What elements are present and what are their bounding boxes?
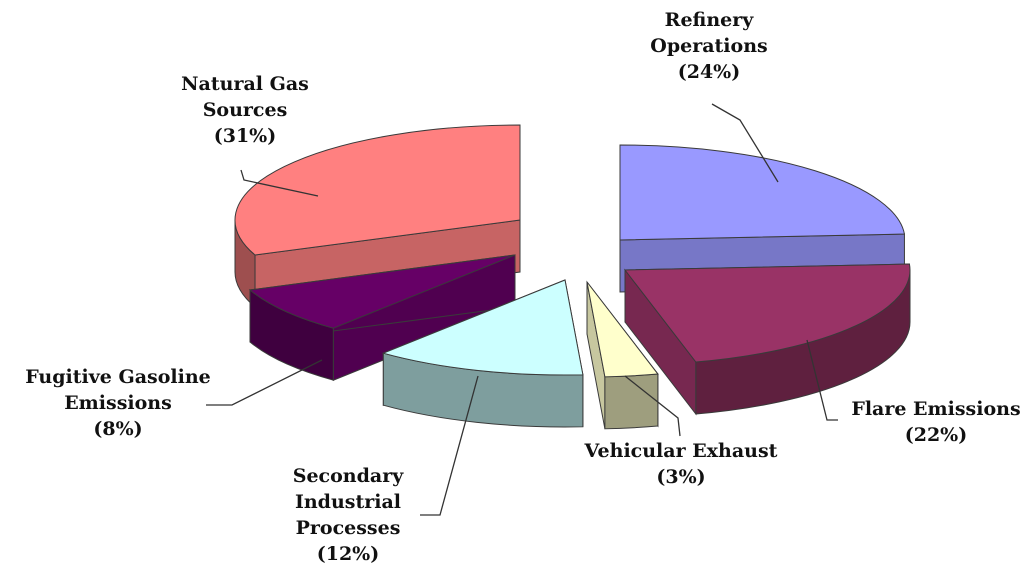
slice-label-line: Processes — [296, 517, 401, 539]
pie-slice-top-1 — [623, 263, 911, 363]
slice-label-line: Natural Gas — [181, 73, 309, 95]
leader-line-3 — [420, 375, 479, 516]
leader-line-4 — [206, 359, 323, 406]
pie-slice-5 — [234, 124, 521, 309]
pie-slice-3 — [381, 279, 584, 428]
pie-slice-top-5 — [234, 124, 521, 256]
slice-label-line: Vehicular Exhaust — [584, 440, 778, 462]
slice-label-line: Refinery — [665, 9, 755, 31]
slice-label-line: (22%) — [905, 424, 967, 446]
slice-label-line: Sources — [203, 99, 288, 121]
pie-slice-2 — [586, 280, 659, 430]
slice-label-line: Fugitive Gasoline — [25, 366, 210, 388]
slice-label-line: (12%) — [317, 543, 379, 565]
pie-slice-wall-2 — [604, 373, 659, 430]
slice-label-1: Flare Emissions (22%) — [851, 398, 1020, 446]
slice-label-2: Vehicular Exhaust (3%) — [584, 440, 778, 488]
slice-label-line: Operations — [650, 35, 767, 57]
leader-line-5 — [240, 169, 319, 197]
leader-line-2 — [624, 375, 681, 437]
pie-slice-4 — [248, 254, 516, 381]
slice-label-line: Flare Emissions — [851, 398, 1020, 420]
leader-line-1 — [806, 339, 838, 421]
leader-line-0 — [711, 103, 779, 183]
pie-slice-1 — [623, 263, 911, 416]
pie-slice-top-2 — [586, 281, 659, 378]
slice-label-line: (31%) — [214, 125, 276, 147]
slice-label-line: Emissions — [64, 392, 172, 414]
slice-label-line: (8%) — [93, 418, 142, 440]
slice-label-line: Secondary — [293, 465, 404, 487]
slice-label-line: Industrial — [295, 491, 401, 513]
pie-slice-top-4 — [248, 254, 516, 329]
pie-slice-top-0 — [619, 144, 906, 241]
slice-label-line: (24%) — [678, 61, 740, 83]
slice-label-line: (3%) — [656, 466, 705, 488]
pie-slice-top-3 — [381, 279, 584, 376]
